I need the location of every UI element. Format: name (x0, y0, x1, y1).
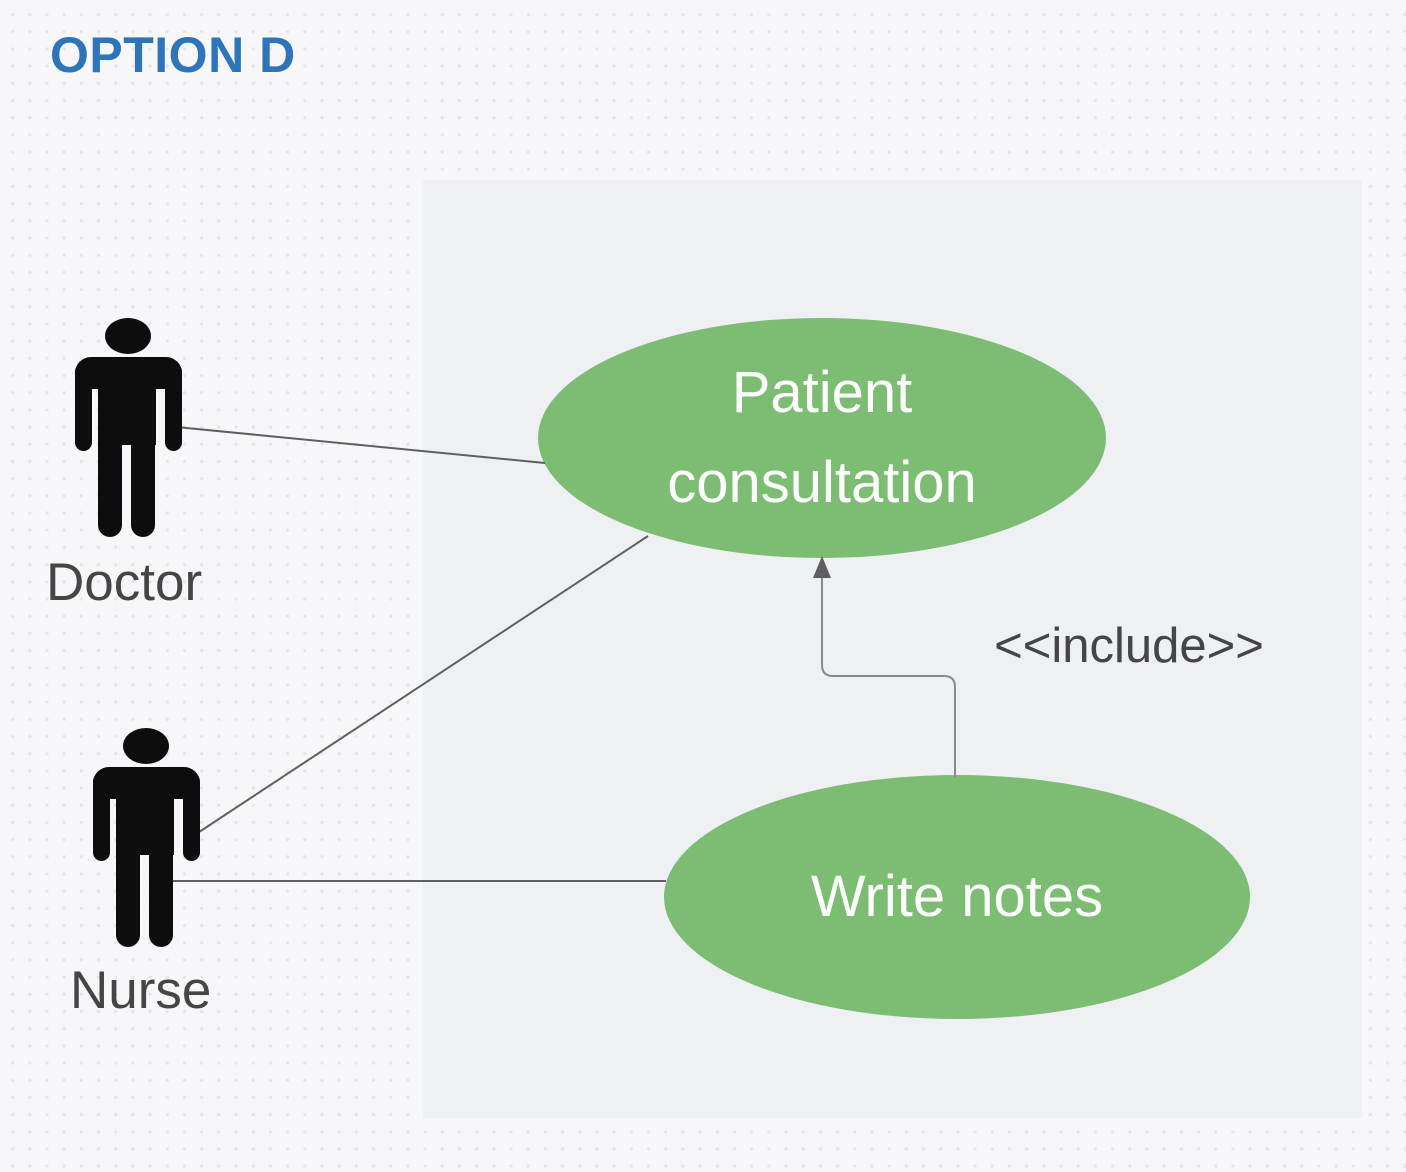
doctor-actor-label[interactable]: Doctor (46, 553, 203, 612)
include-stereotype-label[interactable]: <<include>> (994, 619, 1264, 673)
doctor-actor-icon[interactable] (75, 317, 182, 537)
usecase-write-notes-label: Write notes (810, 864, 1104, 929)
nurse-actor-icon[interactable] (93, 727, 200, 947)
usecase-patient-consultation[interactable]: Patient consultation (538, 318, 1106, 558)
page-title[interactable]: OPTION D (50, 27, 296, 83)
usecase-patient-consultation-label: Patient consultation (667, 360, 977, 515)
usecase-write-notes[interactable]: Write notes (664, 775, 1250, 1019)
nurse-actor-label[interactable]: Nurse (70, 961, 212, 1020)
